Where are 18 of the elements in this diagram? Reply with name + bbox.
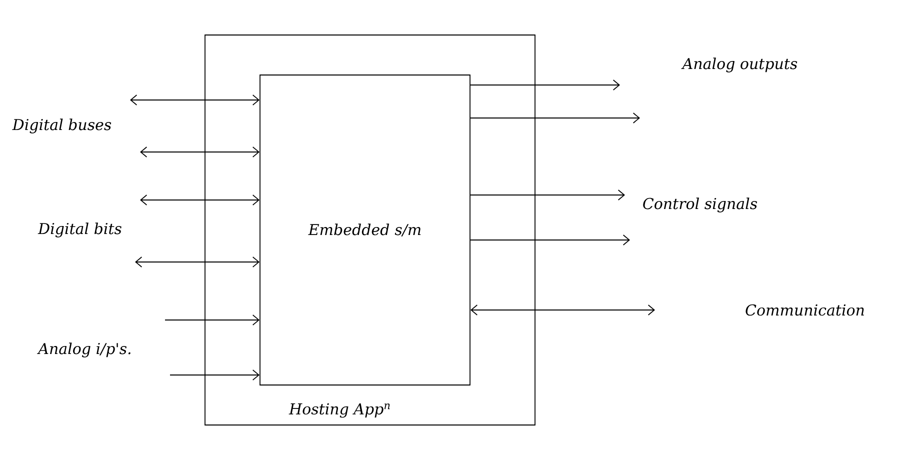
signal-label: Digital bits: [38, 222, 122, 238]
system-box: Embedded s/m: [260, 74, 470, 386]
arrow: [135, 256, 260, 268]
signal-label: Analog outputs: [681, 58, 798, 72]
signal-label: Communication: [746, 304, 864, 316]
arrow: [164, 314, 260, 326]
arrow: [470, 190, 625, 200]
arrow: [470, 80, 620, 90]
arrow: [470, 112, 640, 124]
arrow: [140, 146, 260, 158]
arrow: [130, 94, 260, 106]
signal-label: Analog i/p's.: [37, 342, 130, 358]
arrow: [140, 194, 260, 206]
signal-label: Digital buses: [12, 118, 112, 134]
signal-label: Control signals: [643, 198, 758, 212]
arrow: [470, 304, 655, 316]
arrow: [470, 234, 630, 246]
arrow: [170, 370, 260, 380]
